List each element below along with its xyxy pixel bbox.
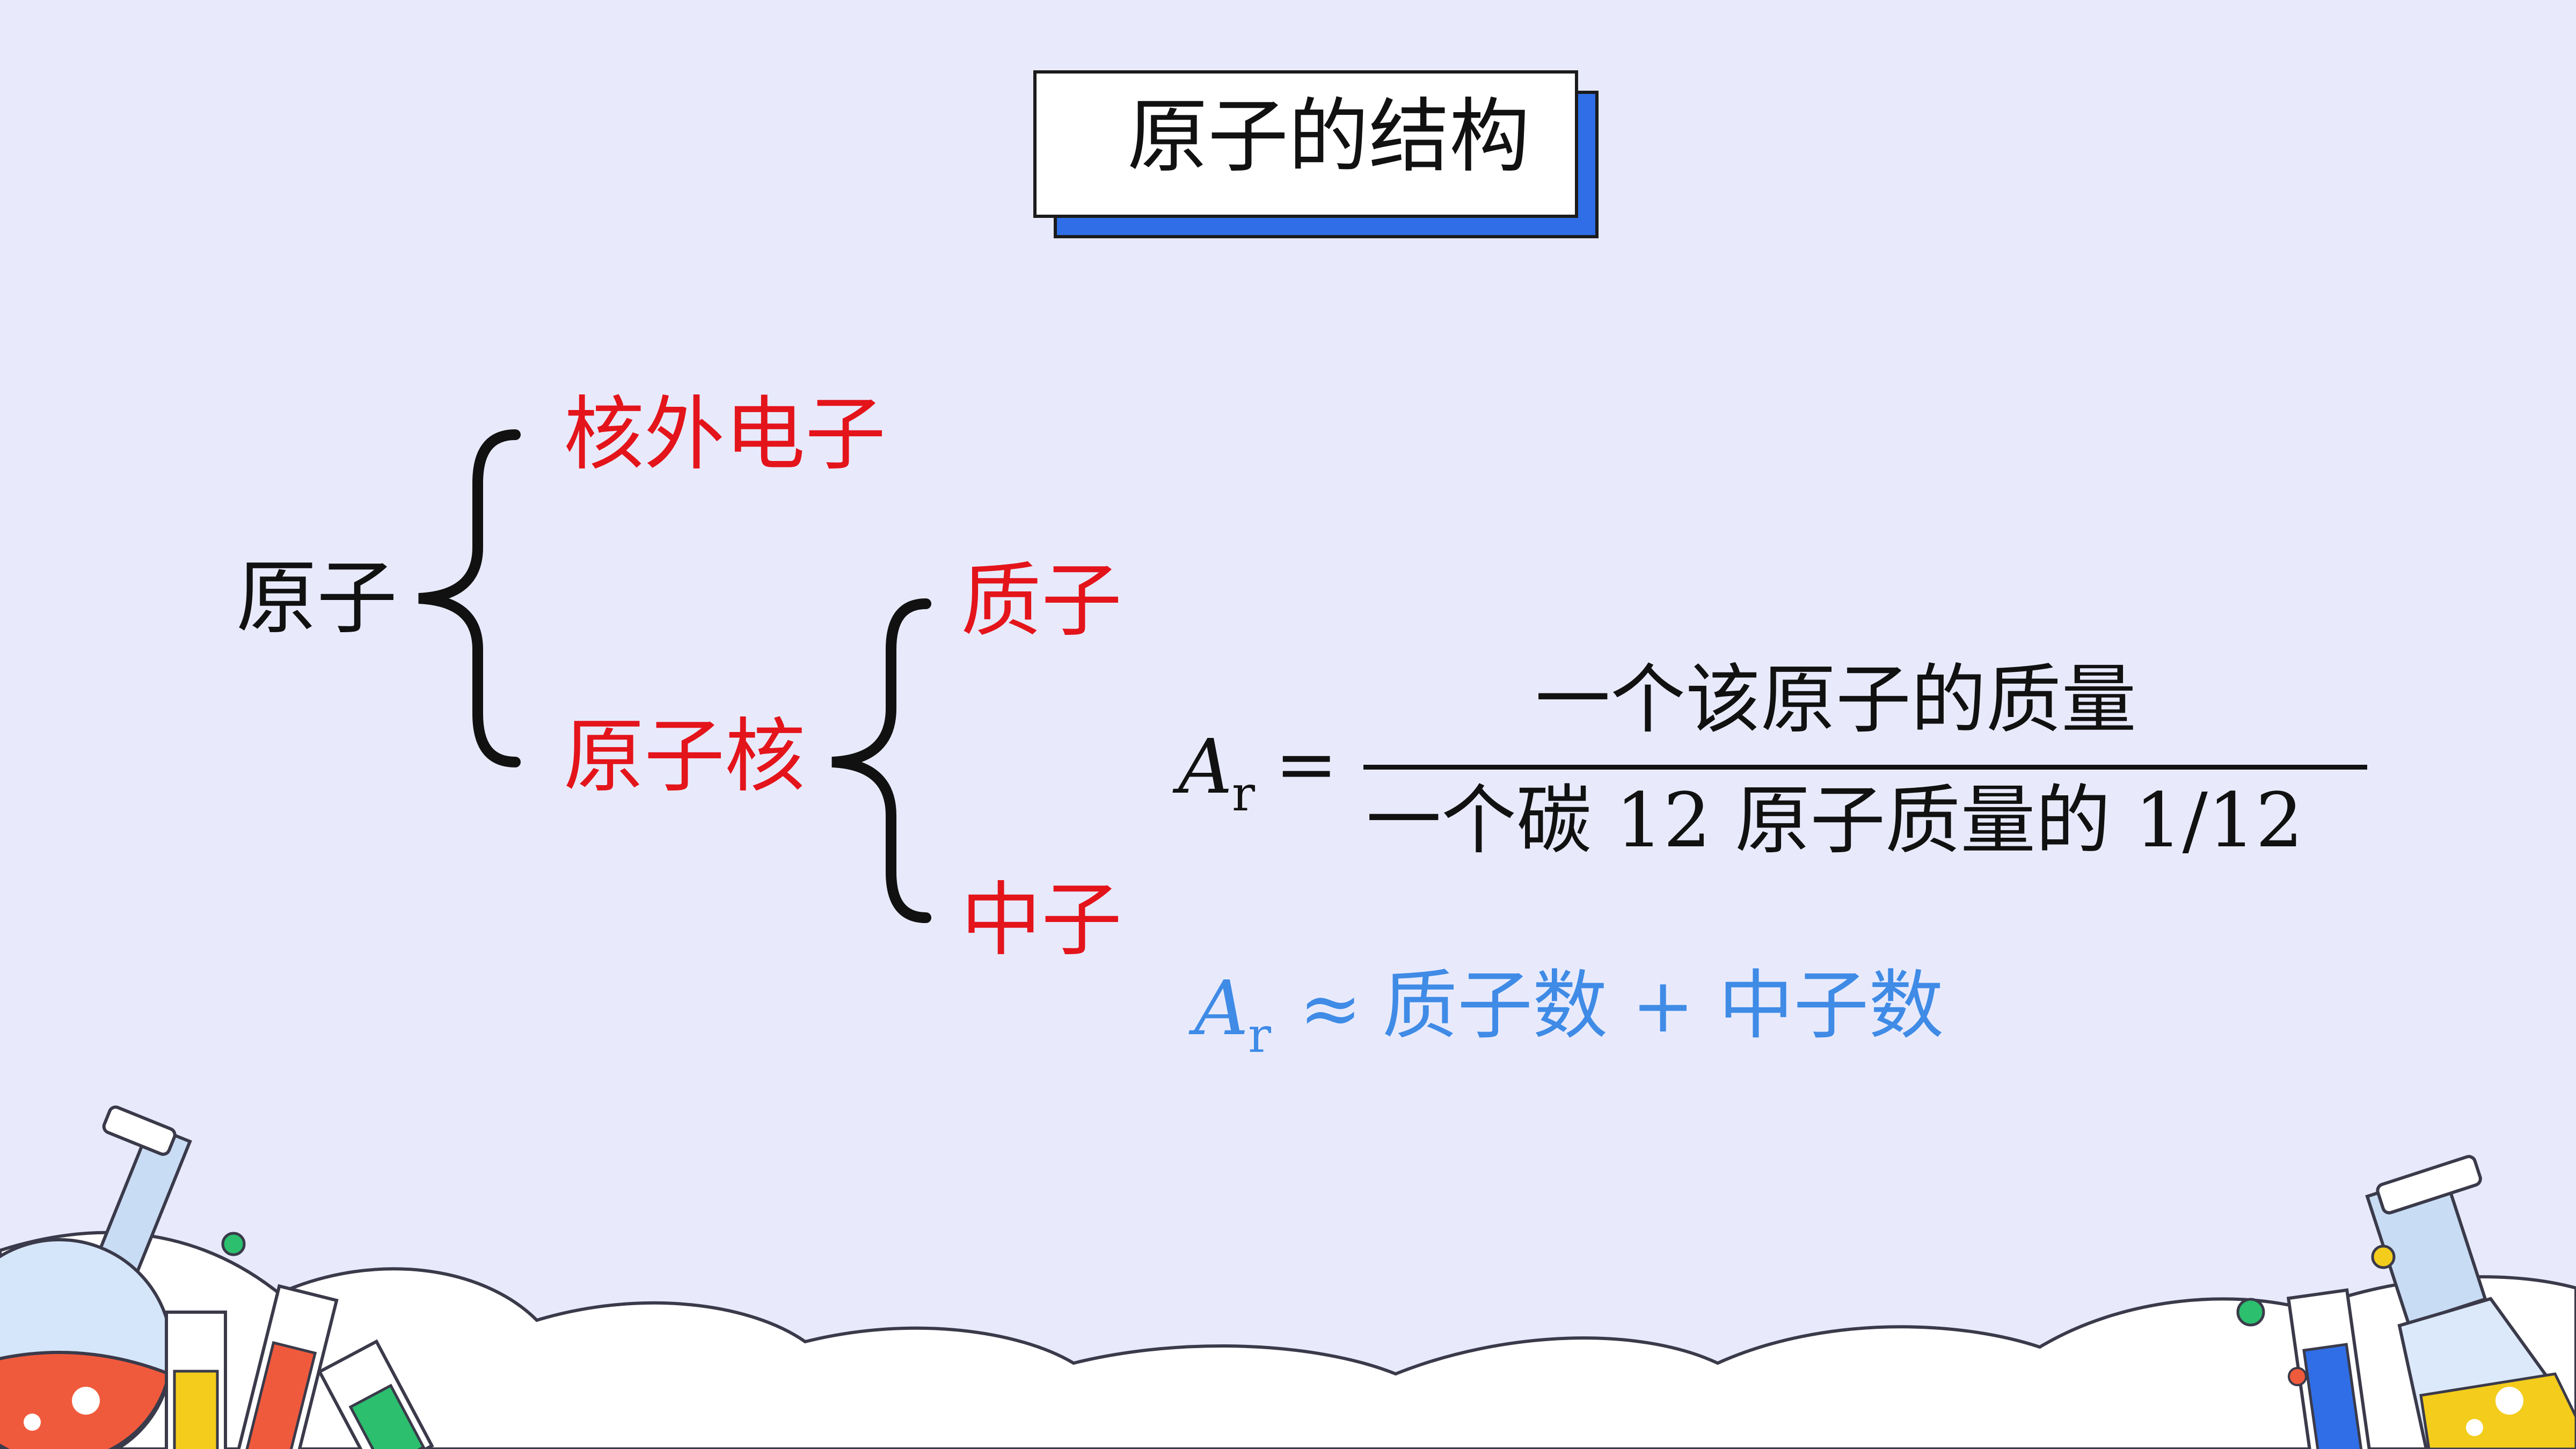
cloud-band [0,1231,2576,1449]
formula2-symbol: A [1194,965,1249,1052]
tree-electron-label: 核外电子 [564,388,886,481]
left-test-tubes [165,1232,434,1449]
title-box [1033,70,1578,218]
page-title: 原子的结构 [1127,90,1530,184]
formula1-symbol: A [1178,723,1233,811]
right-conical-flask [2365,1155,2576,1449]
tree-proton-label: 质子 [961,554,1122,648]
formula2-expression: 质子数 + 中子数 [1382,962,1944,1050]
formula2-approx: ≈ [1299,965,1362,1052]
brace-nucleus [831,598,931,923]
formula1-subscript: r [1232,766,1256,822]
brace-root [418,429,521,767]
tree-nucleus-label: 原子核 [564,710,806,803]
tree-root-label: 原子 [236,552,398,645]
formula1-denominator: 一个碳 12 原子质量的 1/12 [1366,777,2304,865]
right-test-tube [2236,1245,2396,1449]
fraction-bar [1363,765,2367,770]
tree-neutron-label: 中子 [961,874,1122,967]
left-round-flask [0,1105,192,1449]
formula1-equals: = [1275,721,1338,808]
formula1-numerator: 一个该原子的质量 [1535,656,2137,744]
formula2-subscript: r [1248,1007,1272,1064]
